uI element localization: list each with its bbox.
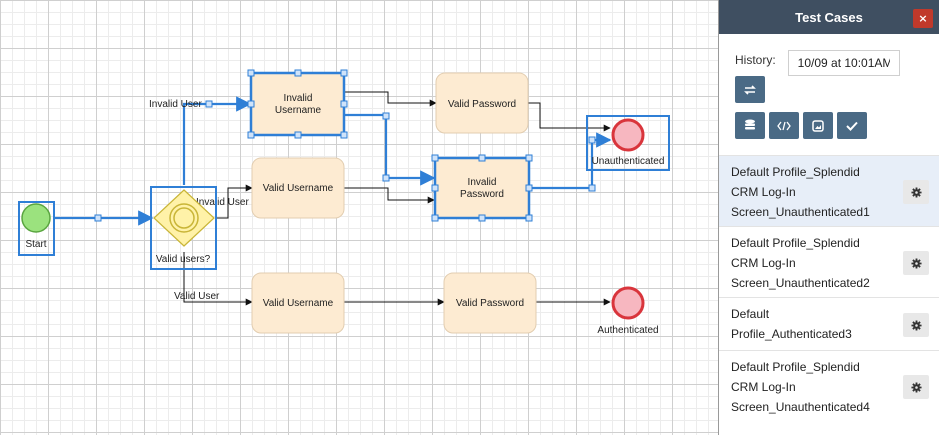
test-case-settings-button-4[interactable] xyxy=(903,375,929,399)
gateway-valid-users[interactable]: Valid users? xyxy=(150,186,217,270)
test-case-label-4: Default Profile_Splendid CRM Log-In Scre… xyxy=(731,360,870,414)
history-row: History: xyxy=(735,50,900,76)
test-case-list: Default Profile_Splendid CRM Log-In Scre… xyxy=(719,155,939,421)
end-event-unauthenticated[interactable]: Unauthenticated xyxy=(586,115,670,171)
edge-gateway-to-valid-username-mid[interactable] xyxy=(216,184,253,219)
task-invalid-username-line1: Invalid xyxy=(284,93,313,104)
edge-label-invalid-user-top: Invalid User xyxy=(149,99,202,110)
flow-diagram[interactable]: Invalid User Invalid User Valid User Sta… xyxy=(0,0,718,435)
task-invalid-password-line2: Password xyxy=(460,189,504,200)
test-case-item-1[interactable]: Default Profile_Splendid CRM Log-In Scre… xyxy=(719,155,939,226)
code-button[interactable] xyxy=(769,112,799,139)
task-valid-password-top[interactable]: Valid Password xyxy=(435,72,529,134)
gear-icon xyxy=(910,319,922,331)
code-icon xyxy=(777,121,791,130)
check-icon xyxy=(846,121,858,131)
edge-invalid-password-to-unauthenticated[interactable] xyxy=(530,132,612,190)
database-button[interactable] xyxy=(735,112,765,139)
task-valid-username-mid[interactable]: Valid Username xyxy=(251,157,345,219)
test-case-item-4[interactable]: Default Profile_Splendid CRM Log-In Scre… xyxy=(719,350,939,421)
task-valid-password-bottom[interactable]: Valid Password xyxy=(443,272,537,334)
unauthenticated-label: Unauthenticated xyxy=(592,156,665,167)
edge-label-valid-user: Valid User xyxy=(174,291,220,302)
task-valid-username-bottom-label: Valid Username xyxy=(263,298,334,309)
task-valid-password-top-label: Valid Password xyxy=(448,99,516,110)
start-label: Start xyxy=(25,239,46,250)
refresh-icon xyxy=(744,84,756,95)
image-icon xyxy=(812,119,824,132)
panel-header: Test Cases × xyxy=(719,0,939,34)
database-icon xyxy=(745,119,755,130)
task-valid-password-bottom-label: Valid Password xyxy=(456,298,524,309)
test-case-label-2: Default Profile_Splendid CRM Log-In Scre… xyxy=(731,236,870,290)
end-event-authenticated[interactable]: Authenticated xyxy=(597,286,659,336)
edge-invalid-username-to-invalid-password[interactable] xyxy=(345,113,436,186)
task-invalid-password-line1: Invalid xyxy=(468,177,497,188)
task-valid-username-bottom[interactable]: Valid Username xyxy=(251,272,345,334)
task-invalid-username-line2: Username xyxy=(275,105,322,116)
test-case-settings-button-3[interactable] xyxy=(903,313,929,337)
authenticated-label: Authenticated xyxy=(597,325,658,336)
edge-valid-password-to-unauthenticated[interactable] xyxy=(528,102,611,132)
panel-title: Test Cases xyxy=(795,9,863,25)
check-button[interactable] xyxy=(837,112,867,139)
history-label: History: xyxy=(735,53,776,67)
gateway-label: Valid users? xyxy=(156,254,211,265)
diagram-canvas[interactable]: Invalid User Invalid User Valid User Sta… xyxy=(0,0,718,435)
test-cases-panel: Test Cases × History: De xyxy=(718,0,939,435)
history-input[interactable] xyxy=(787,50,900,76)
test-case-label-3: Default Profile_Authenticated3 xyxy=(731,307,852,341)
test-case-settings-button-1[interactable] xyxy=(903,180,929,204)
edge-invalid-username-to-valid-password[interactable] xyxy=(345,91,437,107)
edge-gateway-to-invalid-username[interactable] xyxy=(182,96,252,185)
refresh-button[interactable] xyxy=(735,76,765,103)
edge-label-invalid-user-mid: Invalid User xyxy=(196,197,249,208)
image-button[interactable] xyxy=(803,112,833,139)
test-case-item-3[interactable]: Default Profile_Authenticated3 xyxy=(719,297,939,350)
gear-icon xyxy=(910,257,922,269)
test-case-item-2[interactable]: Default Profile_Splendid CRM Log-In Scre… xyxy=(719,226,939,297)
gear-icon xyxy=(910,381,922,393)
edge-valid-username-mid-to-invalid-password[interactable] xyxy=(344,187,435,204)
task-valid-username-mid-label: Valid Username xyxy=(263,183,334,194)
start-event[interactable]: Start xyxy=(18,201,55,256)
test-case-settings-button-2[interactable] xyxy=(903,251,929,275)
test-case-label-1: Default Profile_Splendid CRM Log-In Scre… xyxy=(731,165,870,219)
close-button[interactable]: × xyxy=(913,9,933,28)
gear-icon xyxy=(910,186,922,198)
